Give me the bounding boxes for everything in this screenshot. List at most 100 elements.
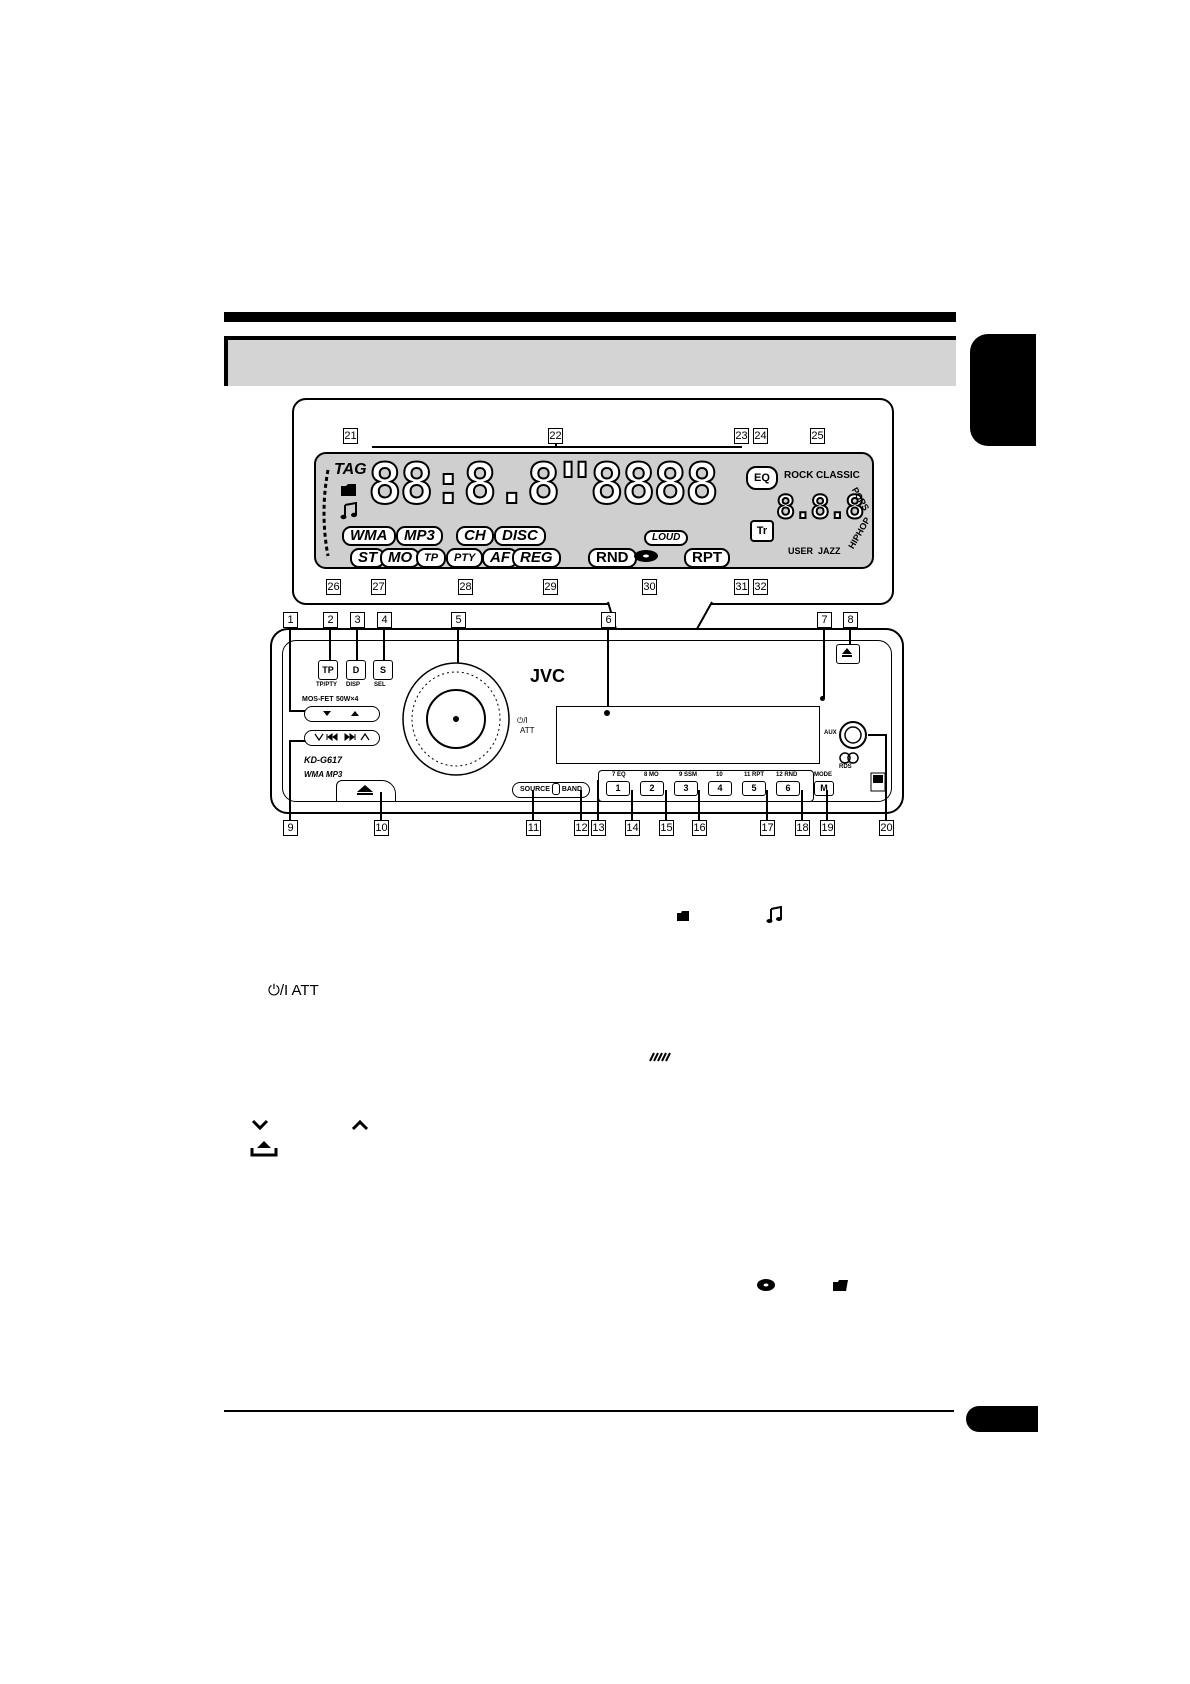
eq-rock: ROCK <box>784 470 814 481</box>
callout-27: 27 <box>371 579 386 595</box>
up-arrow-icon <box>351 1119 369 1131</box>
leader-20 <box>885 734 887 820</box>
callout-19: 19 <box>820 820 835 836</box>
source-band-button[interactable]: SOURCE BAND <box>512 782 590 798</box>
preset-button-5[interactable]: 5 <box>742 781 766 796</box>
detach-icon <box>357 785 373 795</box>
music-note-symbol-icon <box>766 906 782 923</box>
preset-button-6[interactable]: 6 <box>776 781 800 796</box>
callout-7: 7 <box>817 612 832 628</box>
callout-9: 9 <box>283 820 298 836</box>
preset-top-6: 12 RND <box>776 772 798 778</box>
ch-indicator: CH <box>456 526 494 546</box>
preset-button-3[interactable]: 3 <box>674 781 698 796</box>
callout-31: 31 <box>734 579 749 595</box>
footer-rule <box>224 1410 954 1412</box>
aux-label: AUX <box>824 730 837 736</box>
callout-1: 1 <box>283 612 298 628</box>
eject-button[interactable] <box>836 644 860 664</box>
disc-icon <box>634 550 658 562</box>
leader-22 <box>555 443 557 447</box>
callout-29: 29 <box>543 579 558 595</box>
preset-button-2[interactable]: 2 <box>640 781 664 796</box>
leader-16 <box>698 790 700 820</box>
folder-symbol-2-icon <box>833 1280 848 1291</box>
tp-button[interactable]: TP <box>318 660 338 680</box>
leader-7 <box>823 628 825 698</box>
select-button[interactable]: S <box>373 660 393 680</box>
skip-buttons[interactable] <box>304 730 380 746</box>
tp-pty-label: TP/PTY <box>316 682 338 688</box>
preset-button-4[interactable]: 4 <box>708 781 732 796</box>
leader-3 <box>356 628 358 662</box>
header-rule <box>224 312 956 322</box>
eq-user: USER <box>788 546 814 556</box>
callout-8: 8 <box>843 612 858 628</box>
eq-jazz: JAZZ <box>818 546 841 556</box>
disc-indicator: DISC <box>494 526 546 546</box>
leader-2 <box>329 628 331 662</box>
callout-24: 24 <box>753 428 768 444</box>
callout-15: 15 <box>659 820 674 836</box>
tag-indicator: TAG <box>334 461 367 478</box>
page-number-tab <box>966 1406 1038 1432</box>
callout-23: 23 <box>734 428 749 444</box>
display-button[interactable]: D <box>346 660 366 680</box>
preset-top-2: 8 MO <box>644 772 659 778</box>
preset-button-1[interactable]: 1 <box>606 781 630 796</box>
track-indicator: Tr <box>750 520 774 542</box>
preset-top-1: 7 EQ <box>612 772 626 778</box>
detach-button[interactable] <box>336 780 396 802</box>
callout-28: 28 <box>458 579 473 595</box>
mp3-indicator: MP3 <box>396 526 443 546</box>
callout-25: 25 <box>810 428 825 444</box>
unit-display-window <box>556 706 820 764</box>
leader-8 <box>849 628 851 644</box>
leader-1 <box>289 628 291 710</box>
source-label: SOURCE <box>519 786 550 793</box>
preset-top-3: 9 SSM <box>679 772 698 778</box>
volume-control-dial[interactable] <box>400 660 512 778</box>
callout-21: 21 <box>343 428 358 444</box>
mode-button[interactable]: M <box>814 781 834 796</box>
power-att-symbol: ⏻/I ATT <box>268 982 319 999</box>
callout-10: 10 <box>374 820 389 836</box>
callout-12: 12 <box>574 820 589 836</box>
leader-4 <box>383 628 385 662</box>
main-segment-display: 88:8.8"8888 <box>367 451 720 518</box>
leader-15 <box>665 790 667 820</box>
wma-indicator: WMA <box>342 526 396 546</box>
callout-30: 30 <box>642 579 657 595</box>
leader-17 <box>766 790 768 820</box>
rnd-indicator: RND <box>588 548 637 568</box>
rds-logo-icon <box>839 752 859 764</box>
up-down-button[interactable] <box>304 706 380 722</box>
detach-symbol-icon <box>250 1141 278 1157</box>
callout-14: 14 <box>625 820 640 836</box>
callout-20: 20 <box>879 820 894 836</box>
disc-symbol-icon <box>757 1279 775 1291</box>
aux-jack[interactable] <box>838 720 868 750</box>
callout-17: 17 <box>760 820 775 836</box>
callout-32: 32 <box>753 579 768 595</box>
callout-4: 4 <box>377 612 392 628</box>
folder-icon <box>341 484 356 496</box>
mode-label: MODE <box>814 772 832 778</box>
reset-hole[interactable] <box>820 696 825 701</box>
section-title-bar <box>224 336 956 386</box>
separator-icon <box>551 783 560 796</box>
display-dot <box>604 710 610 716</box>
loud-indicator: LOUD <box>644 530 689 546</box>
folder-symbol-icon <box>677 911 689 921</box>
leader-6 <box>607 628 609 708</box>
callout-16: 16 <box>692 820 707 836</box>
band-label: BAND <box>561 786 583 793</box>
callout-22: 22 <box>548 428 563 444</box>
leader-1b <box>289 710 305 712</box>
power-symbol-label: ⏻/I <box>517 716 528 725</box>
callout-5: 5 <box>451 612 466 628</box>
callout-11: 11 <box>526 820 541 836</box>
leader-10 <box>380 792 382 820</box>
preset-top-5: 11 RPT <box>744 772 765 778</box>
eq-classic: CLASSIC <box>816 470 860 481</box>
